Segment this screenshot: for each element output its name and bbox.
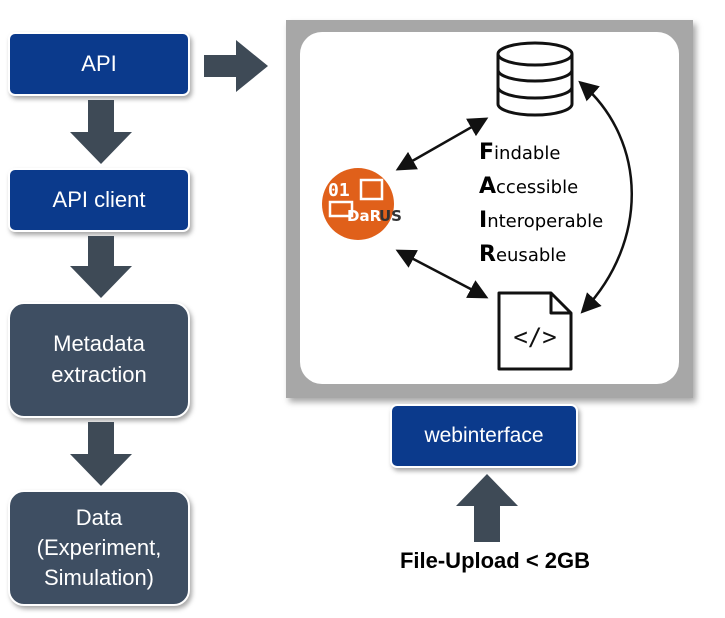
- fair-accessible: Accessible: [479, 174, 579, 199]
- fair-interoperable: Interoperable: [479, 208, 604, 233]
- darus-logo-icon: 01 DaR US: [322, 168, 402, 240]
- data-line-1: Data: [75, 505, 123, 531]
- fair-findable: Findable: [479, 140, 561, 165]
- logo-text-a: DaR: [347, 207, 382, 225]
- webinterface-label: webinterface: [424, 424, 544, 448]
- api-label: API: [81, 50, 117, 76]
- down-arrow-1: [70, 100, 132, 164]
- down-arrow-2: [70, 236, 132, 298]
- db-file-arc: [578, 80, 633, 314]
- api-client-label: API client: [52, 186, 146, 212]
- code-symbol: </>: [513, 323, 556, 351]
- file-upload-label: File-Upload < 2GB: [399, 548, 591, 573]
- api-client-box: API client: [8, 168, 190, 232]
- logo-db-arrow: [395, 117, 489, 171]
- right-arrow: [204, 40, 268, 92]
- metadata-extraction-box: Metadata extraction: [8, 302, 190, 418]
- code-file-icon: </>: [497, 291, 573, 371]
- down-arrow-3: [70, 422, 132, 486]
- logo-digits: 01: [328, 180, 350, 201]
- data-line-3: Simulation): [43, 564, 155, 590]
- up-arrow: [456, 474, 518, 542]
- database-icon: [496, 41, 574, 117]
- logo-text-b: US: [379, 207, 402, 225]
- api-box: API: [8, 32, 190, 96]
- webinterface-box: webinterface: [390, 404, 578, 468]
- logo-file-arrow: [395, 249, 489, 299]
- data-box: Data (Experiment, Simulation): [8, 490, 190, 606]
- data-line-2: (Experiment,: [36, 535, 162, 561]
- metadata-line-2: extraction: [51, 362, 147, 387]
- connector-arrows: [395, 80, 633, 314]
- metadata-line-1: Metadata: [53, 331, 145, 357]
- fair-reusable: Reusable: [479, 242, 567, 267]
